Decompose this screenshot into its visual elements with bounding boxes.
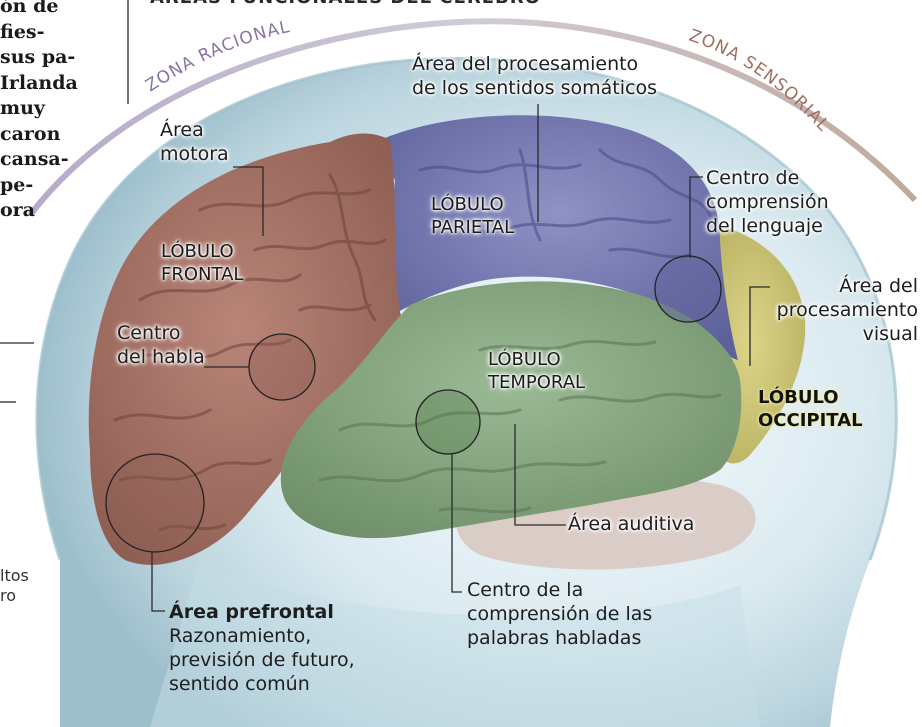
parietal-lobe-label: LÓBULO PARIETAL (431, 194, 515, 238)
caption-text-fragment: ltos ro (0, 566, 29, 605)
prefrontal-area-label: Área prefrontal Razonamiento, previsión … (169, 601, 355, 695)
language-center-label: Centro de comprensión del lenguaje (706, 167, 829, 237)
motor-area-label: Área motora (160, 119, 229, 165)
occipital-lobe-label: LÓBULO OCCIPITAL (758, 387, 863, 431)
gyri-texture (113, 148, 722, 532)
zones-arc (27, 18, 918, 217)
auditory-area-label: Área auditiva (568, 513, 695, 535)
prefrontal-area-title: Área prefrontal (169, 601, 334, 623)
head-outline (35, 57, 898, 561)
visual-area-label: Área del procesamiento visual (776, 275, 918, 345)
frontal-lobe-label: LÓBULO FRONTAL (161, 241, 244, 285)
section-header: ÁREAS FUNCIONALES DEL CEREBRO (150, 0, 541, 8)
speech-center-circle (248, 333, 316, 401)
article-text-fragment: ón de fies- sus pa- Irlanda muy caron ca… (0, 0, 78, 221)
spoken-words-circle (415, 389, 481, 455)
spoken-words-center-label: Centro de la comprensión de las palabras… (467, 579, 653, 649)
speech-center-label: Centro del habla (117, 322, 205, 368)
prefrontal-area-circle (105, 453, 205, 553)
language-center-circle (654, 255, 722, 323)
neck-shadow (150, 560, 760, 727)
temporal-lobe-label: LÓBULO TEMPORAL (488, 349, 586, 393)
leader-lines (0, 0, 770, 612)
somatic-area-label: Área del procesamiento de los sentidos s… (412, 53, 657, 99)
